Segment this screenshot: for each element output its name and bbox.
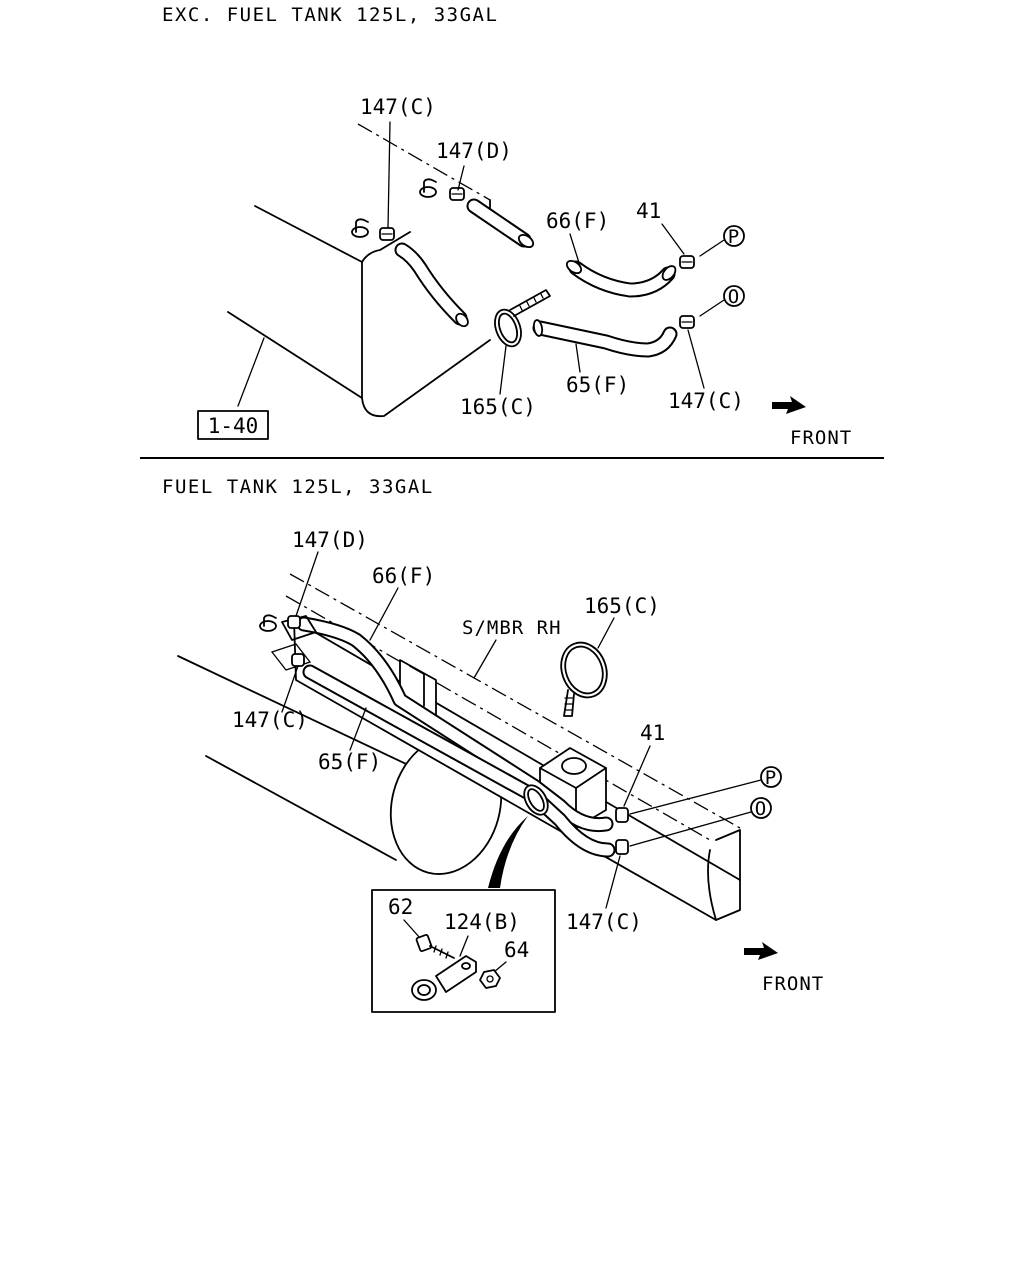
clip-147d <box>287 615 301 629</box>
connector-o-top: O <box>699 285 745 317</box>
label-165c: 165(C) <box>584 594 660 618</box>
clip-147c-tank <box>379 227 395 241</box>
leader-lines-bottom <box>281 551 651 909</box>
label-41: 41 <box>636 199 661 223</box>
ref-box-1-40[interactable]: 1-40 <box>197 410 269 440</box>
bracket-124b-icon <box>411 955 477 1001</box>
nut-64-icon <box>479 969 501 989</box>
section-fuel-tank: FUEL TANK 125L, 33GAL <box>162 476 824 1013</box>
label-62: 62 <box>388 895 413 919</box>
detail-box: 62 124(B) 64 <box>371 889 556 1013</box>
front-arrow-icon <box>744 942 778 960</box>
svg-text:P: P <box>728 226 740 248</box>
connector-o-bottom: O <box>629 797 772 847</box>
label-66f: 66(F) <box>546 209 609 233</box>
label-66f: 66(F) <box>372 564 435 588</box>
label-147d: 147(D) <box>292 528 368 552</box>
tank-nipple-lower-plate <box>270 643 312 671</box>
tank-nipple-right <box>419 178 437 198</box>
clip-41 <box>679 255 695 269</box>
clip-147c-right <box>679 315 695 329</box>
connector-p-bottom: P <box>629 766 782 815</box>
tank-hose-right <box>466 198 535 249</box>
fuel-tank-outline <box>227 123 491 418</box>
section-title: FUEL TANK 125L, 33GAL <box>162 476 434 498</box>
grommet <box>523 784 549 816</box>
svg-text:P: P <box>765 767 777 789</box>
label-65f: 65(F) <box>318 750 381 774</box>
label-165c: 165(C) <box>460 395 536 419</box>
tank-hose-left <box>394 242 469 328</box>
detail-pointer <box>488 816 528 888</box>
clip-147c-left <box>291 653 305 667</box>
tank-nipple-left <box>351 218 369 238</box>
label-147c-right: 147(C) <box>566 910 642 934</box>
front-label: FRONT <box>762 973 824 995</box>
leader-lines-top <box>237 121 705 407</box>
clip-147c-right <box>615 839 629 855</box>
clamp-165c <box>494 289 551 348</box>
label-41: 41 <box>640 721 665 745</box>
section-title: EXC. FUEL TANK 125L, 33GAL <box>162 4 498 26</box>
label-147c: 147(C) <box>360 95 436 119</box>
hose-66f <box>565 259 677 298</box>
tube-66f <box>296 616 614 833</box>
hose-65f <box>532 319 678 358</box>
svg-text:O: O <box>755 798 767 820</box>
label-64: 64 <box>504 938 529 962</box>
label-147d: 147(D) <box>436 139 512 163</box>
front-arrow-icon <box>772 396 806 414</box>
label-s-mbr-rh: S/MBR RH <box>462 617 562 639</box>
clamp-165c <box>560 641 608 717</box>
svg-text:O: O <box>728 286 740 308</box>
bolt-62-icon <box>415 934 455 959</box>
label-147c-left: 147(C) <box>232 708 308 732</box>
clip-147d-tank <box>449 187 465 201</box>
label-124b: 124(B) <box>444 910 520 934</box>
label-65f: 65(F) <box>566 373 629 397</box>
front-label: FRONT <box>790 427 852 449</box>
connector-p-top: P <box>699 225 745 257</box>
tube-65f <box>302 664 616 858</box>
section-exc-fuel-tank: EXC. FUEL TANK 125L, 33GAL <box>162 4 852 449</box>
clip-41 <box>615 807 629 823</box>
svg-text:1-40: 1-40 <box>208 414 259 438</box>
label-147c-right: 147(C) <box>668 389 744 413</box>
